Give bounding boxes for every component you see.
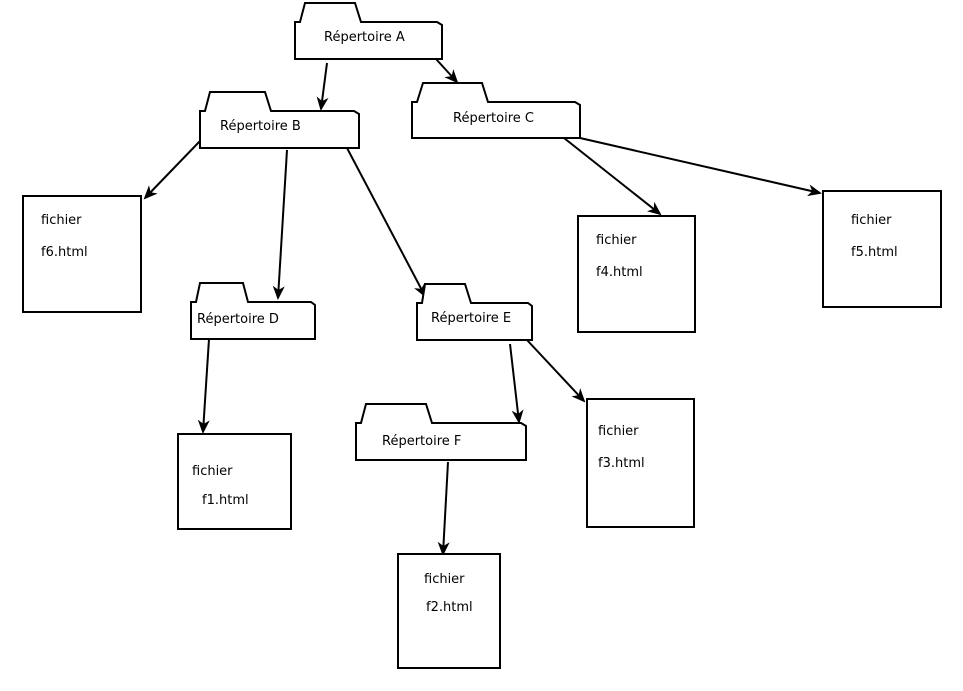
edge-b-to-d [272,149,288,300]
folder-a: Répertoire A [294,2,443,60]
folder-label: Répertoire F [382,434,461,449]
folder-label: Répertoire B [220,119,301,134]
file-icon [22,195,142,313]
edge-c-to-f5 [579,137,822,197]
file-f5: fichier f5.html [822,190,942,308]
folder-icon [190,282,316,340]
edge-b-to-e [346,147,426,298]
file-type-label: fichier [41,213,82,228]
edge-f-to-f2 [437,461,450,556]
edge-b-to-f6 [143,140,201,200]
file-name: f3.html [598,456,645,471]
file-type-label: fichier [851,213,892,228]
folder-icon [416,283,533,341]
file-icon [822,190,942,308]
file-icon [397,553,501,669]
file-f2: fichier f2.html [397,553,501,669]
folder-e: Répertoire E [416,283,533,341]
edge-e-to-f [509,343,524,424]
edge-e-to-f3 [526,339,586,403]
folder-label: Répertoire E [431,311,511,326]
edge-a-to-c [435,58,459,84]
file-name: f2.html [426,600,473,615]
folder-c: Répertoire C [411,82,581,139]
folder-icon [411,82,581,139]
file-f4: fichier f4.html [577,215,696,333]
folder-icon [199,91,360,149]
folder-label: Répertoire D [197,312,279,327]
folder-icon [355,403,527,461]
file-name: f1.html [202,493,249,508]
file-icon [177,433,292,530]
file-name: f5.html [851,245,898,260]
folder-label: Répertoire C [453,111,534,126]
edge-a-to-b [316,62,329,111]
folder-icon [294,2,443,60]
file-f6: fichier f6.html [22,195,142,313]
file-icon [577,215,696,333]
folder-b: Répertoire B [199,91,360,149]
file-name: f4.html [596,265,643,280]
tree-edges [143,58,822,556]
folder-label: Répertoire A [324,30,405,45]
file-type-label: fichier [192,464,233,479]
file-f3: fichier f3.html [586,398,695,528]
file-type-label: fichier [596,233,637,248]
file-type-label: fichier [424,572,465,587]
edge-d-to-f1 [197,338,210,434]
file-icon [586,398,695,528]
file-type-label: fichier [598,424,639,439]
edge-c-to-f4 [563,137,662,216]
folder-f: Répertoire F [355,403,527,461]
file-f1: fichier f1.html [177,433,292,530]
folder-d: Répertoire D [190,282,316,340]
file-name: f6.html [41,245,88,260]
